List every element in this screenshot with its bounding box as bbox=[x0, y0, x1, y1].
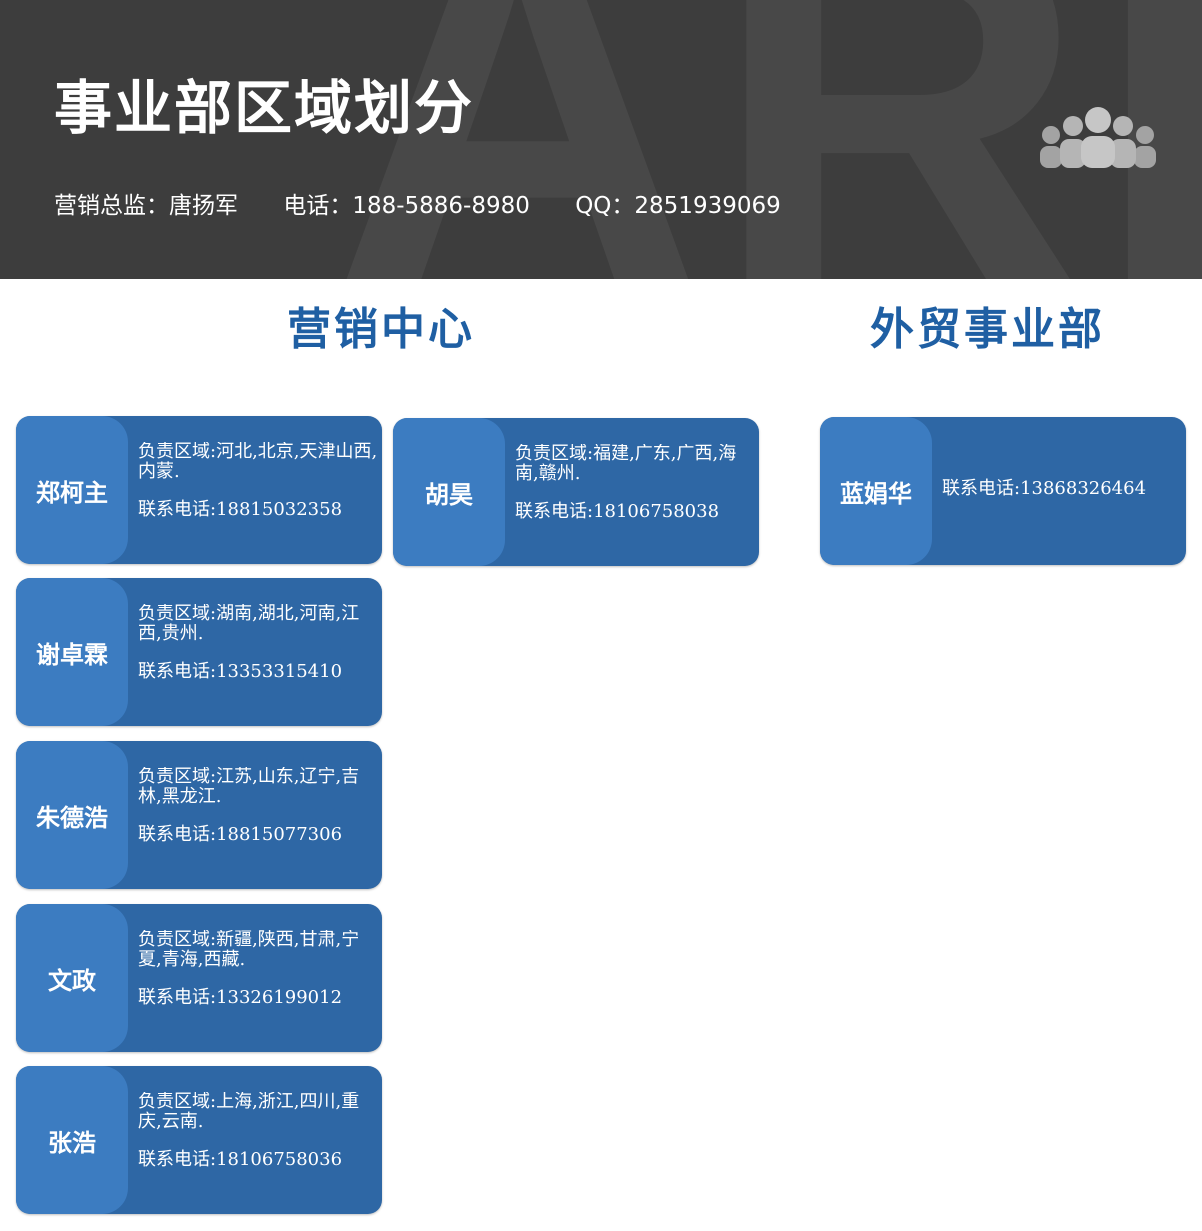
staff-phone: 联系电话:18106758038 bbox=[515, 501, 720, 522]
director-qq: QQ：2851939069 bbox=[575, 193, 781, 219]
staff-info: 联系电话:13868326464 bbox=[942, 479, 1184, 499]
people-group-icon bbox=[1040, 107, 1156, 168]
section-title-trade: 外贸事业部 bbox=[870, 304, 1105, 355]
staff-phone: 联系电话:13353315410 bbox=[138, 661, 343, 682]
staff-phone: 联系电话:13868326464 bbox=[942, 478, 1147, 499]
staff-name: 谢卓霖 bbox=[16, 578, 128, 726]
header-banner: AREA 事业部区域划分 营销总监：唐扬军 电话：188-5886-8980 Q… bbox=[0, 0, 1202, 279]
staff-info: 负责区域:福建,广东,广西,海南,赣州. 联系电话:18106758038 bbox=[515, 444, 757, 522]
header-contacts: 营销总监：唐扬军 电话：188-5886-8980 QQ：2851939069 bbox=[54, 186, 819, 220]
staff-phone: 联系电话:13326199012 bbox=[138, 987, 343, 1008]
staff-region: 负责区域:福建,广东,广西,海南,赣州. bbox=[515, 444, 737, 484]
staff-phone: 联系电话:18815077306 bbox=[138, 824, 343, 845]
staff-info: 负责区域:湖南,湖北,河南,江西,贵州. 联系电话:13353315410 bbox=[138, 604, 380, 682]
section-title-marketing: 营销中心 bbox=[287, 304, 475, 355]
staff-name: 朱德浩 bbox=[16, 741, 128, 889]
director-text: 营销总监：唐扬军 bbox=[54, 193, 238, 219]
staff-name: 郑柯主 bbox=[16, 416, 128, 564]
staff-region: 负责区域:江苏,山东,辽宁,吉林,黑龙江. bbox=[138, 767, 360, 807]
staff-name: 胡昊 bbox=[393, 418, 505, 566]
staff-card: 蓝娟华 联系电话:13868326464 bbox=[820, 417, 1186, 565]
staff-region: 负责区域:新疆,陕西,甘肃,宁夏,青海,西藏. bbox=[138, 930, 360, 970]
staff-info: 负责区域:江苏,山东,辽宁,吉林,黑龙江. 联系电话:18815077306 bbox=[138, 767, 380, 845]
staff-info: 负责区域:上海,浙江,四川,重庆,云南. 联系电话:18106758036 bbox=[138, 1092, 380, 1170]
staff-region: 负责区域:湖南,湖北,河南,江西,贵州. bbox=[138, 604, 360, 644]
staff-info: 负责区域:河北,北京,天津山西,内蒙. 联系电话:18815032358 bbox=[138, 442, 380, 520]
staff-info: 负责区域:新疆,陕西,甘肃,宁夏,青海,西藏. 联系电话:13326199012 bbox=[138, 930, 380, 1008]
staff-phone: 联系电话:18106758036 bbox=[138, 1149, 343, 1170]
staff-card: 文政 负责区域:新疆,陕西,甘肃,宁夏,青海,西藏. 联系电话:13326199… bbox=[16, 904, 382, 1052]
staff-name: 文政 bbox=[16, 904, 128, 1052]
staff-card: 郑柯主 负责区域:河北,北京,天津山西,内蒙. 联系电话:18815032358 bbox=[16, 416, 382, 564]
page-title: 事业部区域划分 bbox=[54, 74, 475, 142]
staff-card: 朱德浩 负责区域:江苏,山东,辽宁,吉林,黑龙江. 联系电话:188150773… bbox=[16, 741, 382, 889]
staff-card: 胡昊 负责区域:福建,广东,广西,海南,赣州. 联系电话:18106758038 bbox=[393, 418, 759, 566]
staff-phone: 联系电话:18815032358 bbox=[138, 499, 343, 520]
staff-name: 蓝娟华 bbox=[820, 417, 932, 565]
staff-region: 负责区域:河北,北京,天津山西,内蒙. bbox=[138, 442, 378, 482]
staff-region: 负责区域:上海,浙江,四川,重庆,云南. bbox=[138, 1092, 360, 1132]
staff-name: 张浩 bbox=[16, 1066, 128, 1214]
staff-card: 谢卓霖 负责区域:湖南,湖北,河南,江西,贵州. 联系电话:1335331541… bbox=[16, 578, 382, 726]
staff-card: 张浩 负责区域:上海,浙江,四川,重庆,云南. 联系电话:18106758036 bbox=[16, 1066, 382, 1214]
director-phone: 电话：188-5886-8980 bbox=[283, 193, 530, 219]
